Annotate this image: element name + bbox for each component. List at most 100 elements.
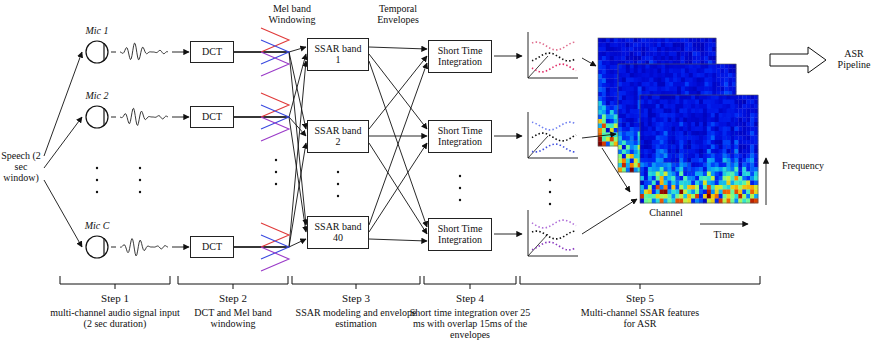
- spectrogram-cell: [715, 163, 719, 168]
- spectrogram-cell: [703, 176, 707, 181]
- spectrogram-cell: [683, 163, 687, 168]
- spectrogram-cell: [652, 172, 656, 177]
- spectrogram-cell: [664, 145, 668, 150]
- spectrogram-cell: [695, 158, 699, 163]
- spectrogram-cell: [719, 185, 723, 190]
- spectrogram-cell: [687, 158, 691, 163]
- spectrogram-cell: [707, 199, 711, 204]
- spectrogram-cell: [644, 185, 648, 190]
- spectrogram-cell: [683, 176, 687, 181]
- spectrogram-cell: [703, 95, 707, 100]
- spectrogram-cell: [626, 38, 630, 43]
- spectrogram-cell: [629, 47, 633, 52]
- spectrogram-cell: [653, 47, 657, 52]
- spectrogram-cell: [618, 47, 622, 52]
- spectrogram-cell: [602, 43, 606, 48]
- spectrogram-cell: [652, 185, 656, 190]
- spectrogram-cell: [693, 87, 697, 92]
- spectrogram-cell: [648, 131, 652, 136]
- spectrogram-cell: [630, 73, 634, 78]
- spectrogram-cell: [679, 185, 683, 190]
- spectrogram-cell: [661, 82, 665, 87]
- spectrogram-cell: [656, 149, 660, 154]
- spectrogram-cell: [602, 38, 606, 43]
- spectrogram-cell: [656, 154, 660, 159]
- spectrogram-cell: [711, 181, 715, 186]
- spectrogram-cell: [598, 128, 602, 133]
- spectrogram-cell: [638, 82, 642, 87]
- spectrogram-cell: [649, 64, 653, 69]
- spectrogram-cell: [687, 181, 691, 186]
- spectrogram-cell: [634, 105, 638, 110]
- spectrogram-cell: [610, 106, 614, 111]
- spectrogram-cell: [622, 43, 626, 48]
- spectrogram-cell: [675, 158, 679, 163]
- spectrogram-cell: [695, 109, 699, 114]
- spectrogram-cell: [656, 194, 660, 199]
- spectrogram-cell: [598, 133, 602, 138]
- spectrogram-cell: [634, 64, 638, 69]
- spectrogram-cell: [614, 52, 618, 57]
- spectrogram-cell: [719, 100, 723, 105]
- spectrogram-cell: [656, 122, 660, 127]
- spectrogram-cell: [633, 52, 637, 57]
- spectrogram-cell: [683, 104, 687, 109]
- spectrogram-cell: [711, 185, 715, 190]
- spectrogram-cell: [602, 115, 606, 120]
- spectrogram-cell: [715, 158, 719, 163]
- spectrogram-cell: [677, 56, 681, 61]
- spectrogram-cell: [648, 136, 652, 141]
- spectrogram-cell: [723, 122, 727, 127]
- spectrogram-cell: [681, 43, 685, 48]
- spectrogram-cell: [695, 127, 699, 132]
- spectrogram-cell: [716, 73, 720, 78]
- spectrogram-cell: [668, 113, 672, 118]
- spectrogram-cell: [692, 52, 696, 57]
- spectrogram-cell: [645, 38, 649, 43]
- spectrogram-cell: [610, 56, 614, 61]
- spectrogram-cell: [622, 150, 626, 155]
- spectrogram-cell: [707, 163, 711, 168]
- spectrogram-cell: [668, 100, 672, 105]
- spectrogram-cell: [681, 47, 685, 52]
- spectrogram-cell: [685, 56, 689, 61]
- spectrogram-cell: [701, 69, 705, 74]
- spectrogram-cell: [645, 56, 649, 61]
- spectrogram-cell: [679, 176, 683, 181]
- spectrogram-cell: [685, 43, 689, 48]
- spectrogram-cell: [638, 87, 642, 92]
- spectrogram-cell: [697, 87, 701, 92]
- spectrogram-cell: [640, 163, 644, 168]
- spectrogram-cell: [719, 131, 723, 136]
- spectrogram-cell: [640, 131, 644, 136]
- spectrogram-cell: [665, 52, 669, 57]
- spectrogram-cell: [668, 158, 672, 163]
- spectrogram-cell: [644, 149, 648, 154]
- plot-axes: [528, 210, 578, 256]
- spectrogram-cell: [598, 65, 602, 70]
- spectrogram-cell: [646, 78, 650, 83]
- spectrogram-cell: [703, 113, 707, 118]
- spectrogram-cell: [675, 181, 679, 186]
- spectrogram-cell: [691, 154, 695, 159]
- spectrogram-cell: [732, 82, 736, 87]
- envelope-plot: [528, 32, 578, 78]
- spectrogram-cell: [711, 176, 715, 181]
- spectrogram-cell: [610, 43, 614, 48]
- spectrogram-cell: [669, 87, 673, 92]
- spectrogram-cell: [711, 149, 715, 154]
- spectrogram-cell: [633, 43, 637, 48]
- spectrogram: [640, 95, 758, 203]
- spectrogram-cell: [626, 52, 630, 57]
- spectrogram-cell: [626, 145, 630, 150]
- spectrogram-cell: [630, 78, 634, 83]
- plot-axes: [528, 32, 578, 78]
- spectrogram-cell: [707, 176, 711, 181]
- spectrogram-cell: [661, 38, 665, 43]
- spectrogram-cell: [701, 73, 705, 78]
- spectrogram-cell: [660, 190, 664, 195]
- spectrogram-cell: [704, 43, 708, 48]
- spectrogram-cell: [683, 194, 687, 199]
- spectrogram-cell: [712, 56, 716, 61]
- spectrogram-cell: [618, 100, 622, 105]
